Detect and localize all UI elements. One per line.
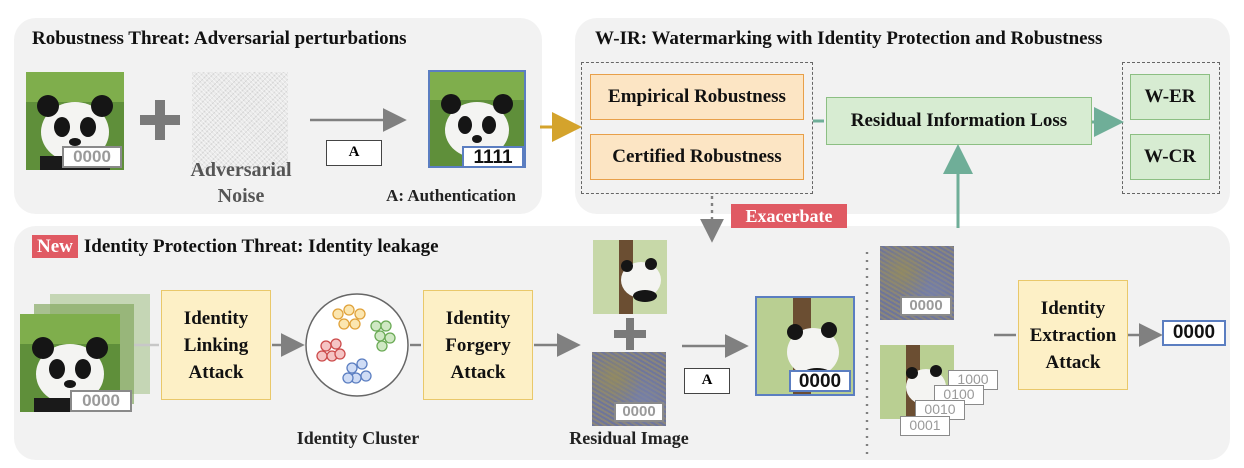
- residual-information-loss-box: Residual Information Loss: [826, 97, 1092, 145]
- panda-picture-attacked: [430, 72, 524, 166]
- watermark-original: 0000: [62, 146, 122, 168]
- robustness-threat-title: Robustness Threat: Adversarial perturbat…: [32, 28, 407, 49]
- watermark-attacked: 1111: [462, 146, 524, 168]
- certified-robustness-box: Certified Robustness: [590, 134, 804, 180]
- plus-icon-top: [140, 100, 180, 140]
- exacerbate-tag: Exacerbate: [731, 204, 847, 228]
- watermark-residual: 0000: [614, 402, 664, 422]
- auth-caption: A: Authentication: [386, 186, 516, 205]
- w-ir-title: W-IR: Watermarking with Identity Protect…: [595, 28, 1103, 49]
- adversarial-noise-image: [192, 72, 288, 170]
- identity-cluster-label: Identity Cluster: [296, 428, 420, 448]
- watermark-output: 0000: [1162, 320, 1226, 346]
- watermark-stack-c: 0010: [915, 400, 965, 420]
- w-er-box: W-ER: [1130, 74, 1210, 120]
- watermark-stack-d: 0001: [900, 416, 950, 436]
- w-cr-box: W-CR: [1130, 134, 1210, 180]
- panda-image-attacked: [428, 70, 526, 168]
- panda-tree-image: [593, 240, 667, 314]
- identity-threat-title-text: Identity Protection Threat: Identity lea…: [83, 236, 439, 257]
- auth-box-top: A: [326, 140, 382, 166]
- residual-image-label: Residual Image: [569, 428, 689, 448]
- auth-box-bottom: A: [684, 368, 730, 394]
- watermark-extracted-top: 0000: [900, 296, 952, 316]
- plus-icon-bottom: [614, 318, 646, 350]
- panda-tree-picture: [593, 240, 667, 314]
- cluster-diagram: [305, 293, 409, 397]
- empirical-robustness-box: Empirical Robustness: [590, 74, 804, 120]
- identity-cluster: [304, 292, 410, 398]
- adversarial-noise-label: Adversarial Noise: [190, 159, 292, 207]
- watermark-stack: 0000: [70, 390, 132, 412]
- new-tag: New: [32, 235, 78, 258]
- watermark-forged: 0000: [789, 370, 851, 392]
